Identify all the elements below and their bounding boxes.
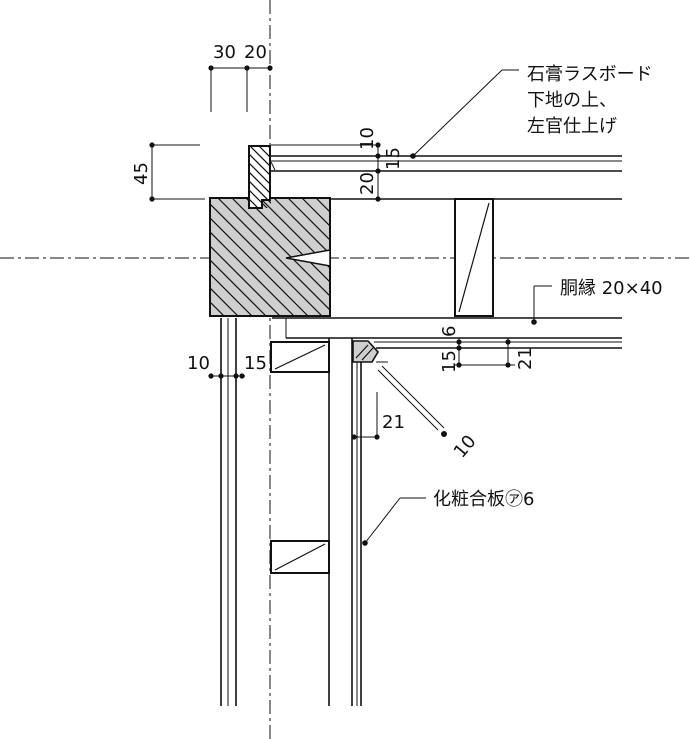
hatch-line [258,146,271,159]
plywood-panel-lines [328,338,362,706]
hatch-line [329,198,330,199]
dim-lower-21: 21 [382,412,405,433]
hatch-line [210,245,281,316]
label-plaster-line1: 石膏ラスボード [527,63,653,85]
hatch-line [287,198,330,241]
bead-diagonal-dimension [376,361,447,437]
dim-top-20: 20 [244,42,267,63]
leader-furring [531,285,552,325]
hatch-line [210,217,309,316]
dim-right-21: 21 [515,347,536,370]
furring-strip-lines [272,317,622,349]
label-furring: 胴縁 20×40 [560,278,663,299]
hatch-line [210,273,253,316]
leader-plywood [362,497,426,546]
dim-wall [208,373,245,379]
label-plywood: 化粧合板㋐6 [433,489,534,510]
dim-left [149,142,205,202]
hatch-line [210,203,323,316]
wall-furring-block-lower [270,540,330,574]
dim-top [208,65,273,112]
dim-ceiling-20: 20 [357,172,378,195]
joist-section [454,198,494,317]
hatch-line [315,198,330,213]
dim-right-6: 6 [439,326,460,337]
dim-lower [351,392,380,440]
dim-top-30: 30 [213,42,236,63]
dim-ceiling-10: 10 [357,127,378,150]
dim-ceiling [271,142,381,202]
wall-furring-block-upper [270,341,330,373]
hatch-line [249,180,271,204]
hatch-line [210,259,267,316]
left-wall-layers [220,318,237,706]
leader-plaster [410,69,519,159]
hatch-line [249,146,271,168]
hatch-line [301,198,330,227]
hatch-line [210,231,295,316]
dim-left-45: 45 [131,162,152,185]
hatch-line [217,198,330,311]
dim-right [455,338,515,368]
label-plaster-line3: 左官仕上げ [527,116,617,137]
hatch-line [249,162,271,186]
dim-bead-10: 10 [450,431,481,462]
ceiling-molding-section [248,145,271,209]
hatch-line [249,153,271,177]
dim-wall-15: 15 [244,353,267,374]
hatch-line [210,301,225,316]
hatch-line [249,171,271,195]
hatch-line [210,315,211,316]
corner-bead-section [352,340,379,363]
main-beam-section [209,197,462,317]
hatch-line [210,287,239,316]
dim-right-15: 15 [439,350,460,373]
hatch-line [273,198,330,255]
label-plaster-line2: 下地の上、 [527,90,617,111]
dim-wall-10: 10 [187,353,210,374]
dim-ceiling-15: 15 [383,147,404,170]
upper-ceiling-layers [270,155,622,200]
hatch-line [249,189,268,208]
hatch-line [344,198,462,316]
